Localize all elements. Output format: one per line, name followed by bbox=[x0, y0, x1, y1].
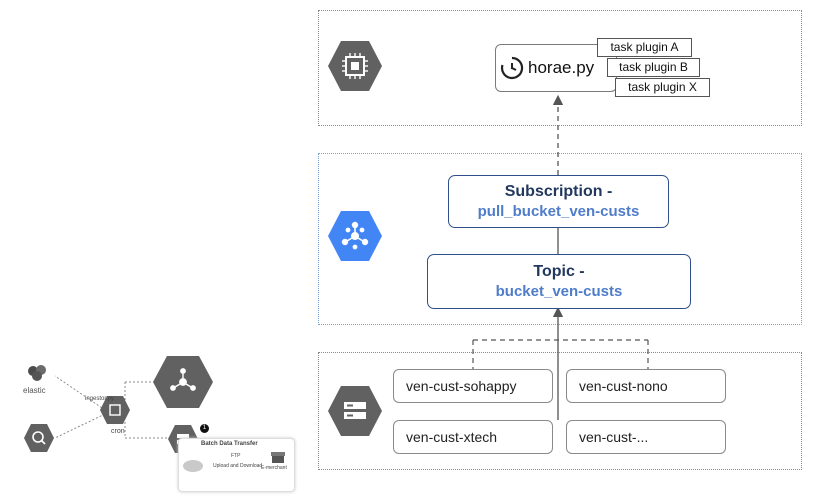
thumbnail-connectors bbox=[54, 375, 167, 439]
clock-icon bbox=[499, 55, 525, 86]
subscription-box: Subscription - pull_bucket_ven-custs bbox=[448, 175, 669, 228]
upload-download-label: Upload and Download bbox=[213, 463, 263, 469]
topic-title: Topic - bbox=[533, 263, 585, 280]
task-plugin-b: task plugin B bbox=[607, 58, 700, 77]
horae-label: horae.py bbox=[528, 58, 595, 77]
topic-box: Topic - bucket_ven-custs bbox=[427, 254, 691, 309]
ftp-label: FTP bbox=[231, 453, 241, 459]
elastic-icon bbox=[23, 364, 53, 384]
storage-zone bbox=[318, 352, 802, 470]
magnifier-icon bbox=[23, 422, 55, 459]
batch-transfer-panel: Batch Data Transfer FTP Upload and Downl… bbox=[178, 438, 295, 492]
task-plugin-x: task plugin X bbox=[615, 78, 710, 97]
cron-label: cron bbox=[111, 428, 125, 435]
pubsub-zone bbox=[318, 153, 802, 325]
bucket-xtech: ven-cust-xtech bbox=[393, 420, 553, 454]
horae-box: horae.py bbox=[495, 44, 617, 92]
ingest-label: ingestor.py bbox=[85, 396, 115, 402]
bucket-more: ven-cust-... bbox=[566, 420, 726, 454]
storage-icon bbox=[327, 385, 383, 442]
batch-title: Batch Data Transfer bbox=[201, 441, 258, 447]
pubsub-icon bbox=[327, 210, 383, 267]
architecture-thumbnail: elastic ingestor.py cron bbox=[15, 350, 300, 495]
compute-zone bbox=[318, 10, 802, 126]
storefront-icon bbox=[271, 451, 285, 469]
bucket-nono: ven-cust-nono bbox=[566, 369, 726, 403]
chip-icon bbox=[327, 40, 383, 97]
elastic-label: elastic bbox=[23, 386, 46, 395]
subscription-name: pull_bucket_ven-custs bbox=[477, 203, 640, 220]
task-plugin-a: task plugin A bbox=[597, 38, 692, 57]
ecommerce-label: E-merchant bbox=[261, 465, 287, 471]
topic-name: bucket_ven-custs bbox=[495, 283, 623, 300]
bucket-sohappy: ven-cust-sohappy bbox=[393, 369, 553, 403]
chip-icon bbox=[99, 394, 131, 431]
cloud-icon bbox=[182, 457, 204, 478]
badge: 1 bbox=[200, 424, 209, 433]
pubsub-icon bbox=[152, 354, 214, 415]
subscription-title: Subscription - bbox=[504, 183, 613, 200]
